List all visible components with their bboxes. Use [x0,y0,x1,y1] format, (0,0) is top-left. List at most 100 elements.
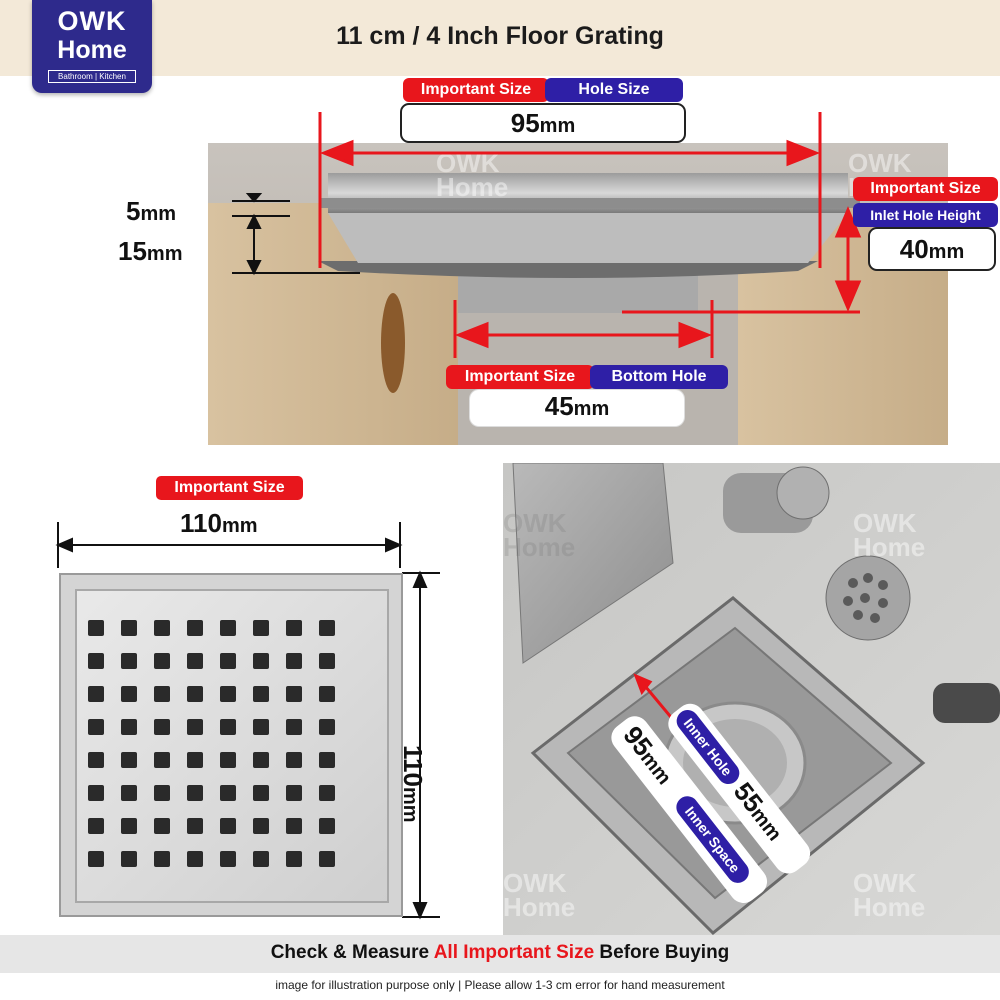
grating-hole [154,785,170,801]
watermark-line1: OWK [503,508,567,538]
footer-bar [0,935,1000,973]
grating-hole [154,686,170,702]
grating-hole [319,818,335,834]
grating-hole [253,818,269,834]
grating-hole [319,686,335,702]
important-size-tag: Important Size [853,177,998,201]
dim-value: 110 [180,508,222,538]
grating-hole [154,818,170,834]
inlet-height-value-box: 40mm [868,227,996,271]
grating-hole [286,851,302,867]
arrow-head-left [319,139,354,167]
grating-hole [220,719,236,735]
hole-size-value-box: 95mm [400,103,686,143]
bottom-hole-label: Bottom Hole [590,365,728,389]
grating-hole [220,851,236,867]
grating-hole [187,686,203,702]
arrow-head-right [786,139,821,167]
grating-hole [187,818,203,834]
inlet-hole-height-label: Inlet Hole Height [853,203,998,227]
important-size-tag: Important Size [446,365,594,389]
grating-hole [187,851,203,867]
grating-hole [319,851,335,867]
grating-hole [154,851,170,867]
grating-hole [187,785,203,801]
bottom-hole-value-box: 45mm [470,390,684,426]
grating-hole [88,818,104,834]
grating-hole [88,686,104,702]
footer-message: Check & Measure All Important Size Befor… [0,942,1000,964]
grating-hole [121,686,137,702]
dim-value: 15 [118,236,147,266]
grating-hole [220,620,236,636]
arrow-head-down [834,280,862,312]
grating-hole [88,785,104,801]
grating-hole [121,719,137,735]
grating-hole [88,653,104,669]
watermark-line2: Home [436,172,509,202]
grating-hole [286,653,302,669]
grating-hole [319,653,335,669]
grating-hole [253,719,269,735]
watermark-line2: Home [503,532,576,562]
grating-hole [121,653,137,669]
watermark-line2: Home [853,892,926,922]
header-bar [0,0,1000,76]
grating-hole [319,785,335,801]
grating-hole [286,686,302,702]
grating-width-dim: 110mm [180,508,258,539]
watermark-line1: OWK [848,148,912,178]
grating-hole [253,686,269,702]
grating-illustration [59,573,403,917]
important-size-tag: Important Size [403,78,549,102]
grating-top-view [58,572,408,922]
grating-hole [253,653,269,669]
dim-unit: mm [146,243,183,265]
inlet-height-unit: mm [928,241,965,263]
grating-hole [286,818,302,834]
grating-hole [187,620,203,636]
important-size-tag: Important Size [156,476,303,500]
grating-hole [88,752,104,768]
logo-text-home: Home [57,36,127,64]
dim-unit: mm [221,515,258,537]
grating-hole [187,653,203,669]
flange-thickness-dim: 5mm [126,196,176,227]
grating-hole [220,653,236,669]
grating-hole [286,752,302,768]
grating-hole [319,752,335,768]
bottom-hole-value: 45 [544,391,574,421]
grating-hole [121,752,137,768]
grating-hole [187,719,203,735]
logo-tagline: Bathroom | Kitchen [48,70,136,83]
watermark-line1: OWK [853,868,917,898]
dim-value: 5 [126,196,141,226]
grating-hole [88,620,104,636]
grating-hole [121,620,137,636]
footer-text-1: Check & Measure [270,942,434,963]
page-title: 11 cm / 4 Inch Floor Grating [336,22,664,50]
grating-hole [253,785,269,801]
bottom-hole-unit: mm [573,398,610,420]
arrow-head-left [454,321,489,349]
hole-size-label: Hole Size [545,78,683,102]
watermark-line1: OWK [853,508,917,538]
grating-hole [220,686,236,702]
grating-hole [187,752,203,768]
grating-hole [319,620,335,636]
grating-hole [154,620,170,636]
footer-highlight: All Important Size [433,942,595,963]
grating-hole [286,785,302,801]
grating-hole [154,653,170,669]
watermark-line1: OWK [503,868,567,898]
grating-hole [319,719,335,735]
watermark-line2: Home [853,532,926,562]
grating-hole [253,752,269,768]
grating-hole [88,851,104,867]
